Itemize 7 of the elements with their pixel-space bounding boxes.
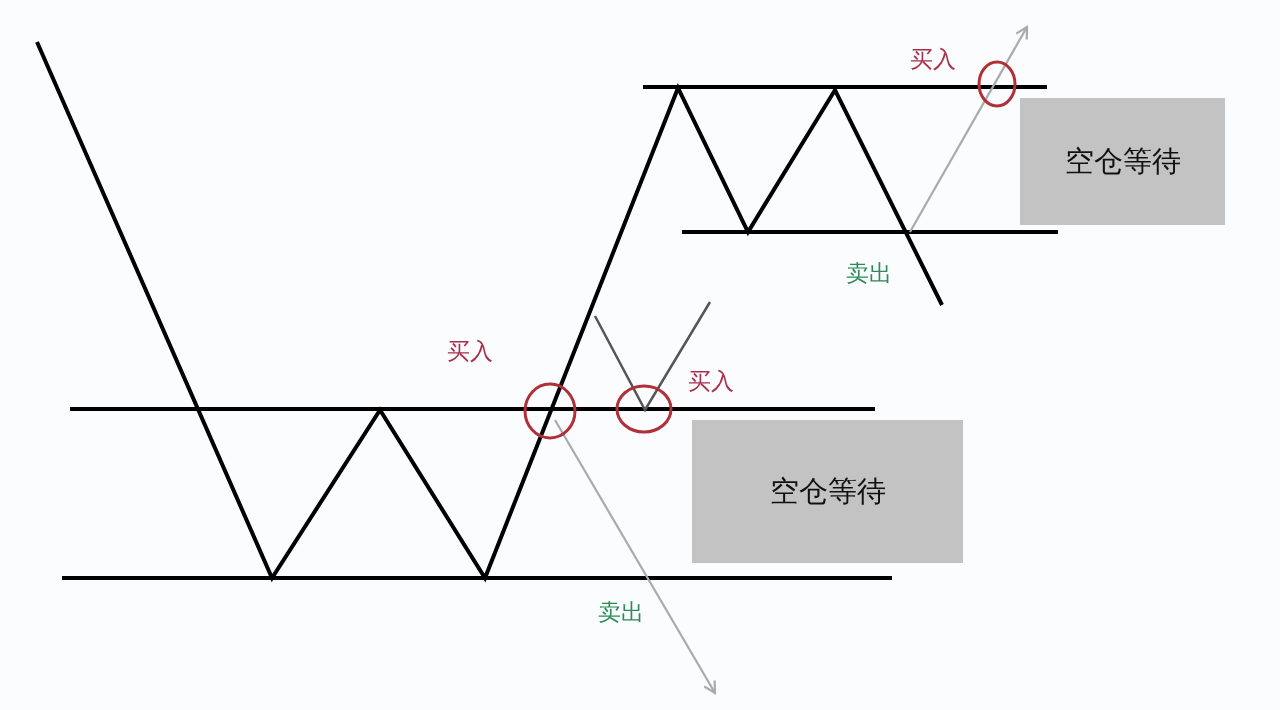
wait-box: 空仓等待 xyxy=(1020,98,1225,225)
buy-label: 买入 xyxy=(688,367,734,396)
wait-box: 空仓等待 xyxy=(692,420,963,563)
buy-label: 买入 xyxy=(910,45,956,74)
sell-label: 卖出 xyxy=(846,259,892,288)
sell-label: 卖出 xyxy=(598,598,644,627)
buy-label: 买入 xyxy=(447,337,493,366)
